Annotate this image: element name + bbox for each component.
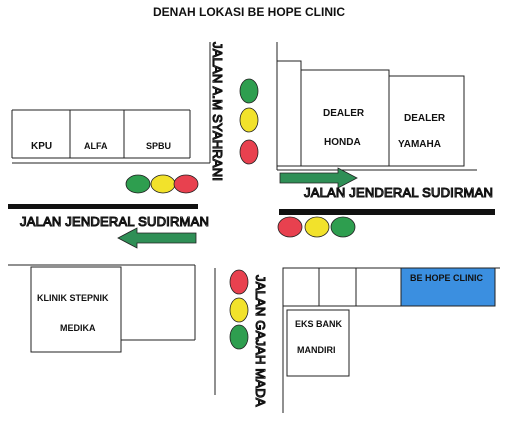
green-light-icon (239, 78, 259, 104)
red-light-icon (173, 174, 199, 194)
red-light-icon (229, 269, 249, 295)
building-alfa-label: ALFA (84, 141, 108, 151)
yellow-light-icon (229, 297, 249, 323)
building-dealer-yamaha (388, 75, 465, 167)
eastbound-arrow (279, 167, 358, 189)
green-light-icon (125, 174, 151, 194)
yellow-light-icon (304, 216, 330, 238)
eks-bank-label-1: EKS BANK (295, 319, 343, 329)
building-klinik-stepnik-medika (30, 266, 122, 353)
klinik-label-1: KLINIK STEPNIK (37, 293, 109, 303)
green-light-icon (229, 324, 249, 350)
klinik-label-2: MEDIKA (60, 323, 96, 333)
road-bar-east (279, 209, 495, 215)
building-eks-bank-mandiri (286, 309, 350, 377)
traffic-light-west (125, 174, 199, 194)
red-light-icon (277, 216, 303, 238)
be-hope-clinic-label: BE HOPE CLINIC (410, 273, 484, 283)
building-spbu-label: SPBU (146, 141, 171, 151)
green-light-icon (330, 216, 356, 238)
traffic-light-south (229, 269, 249, 350)
red-light-icon (239, 139, 259, 165)
dealer-honda-label-2: HONDA (324, 137, 361, 148)
small-building (355, 267, 402, 307)
road-bar-west (8, 204, 198, 209)
dealer-yamaha-label-2: YAMAHA (398, 139, 441, 150)
eks-bank-label-2: MANDIRI (297, 345, 336, 355)
road-label-am-syahrani: JALAN A.M SYAHRANI (210, 42, 225, 181)
small-building (282, 267, 320, 307)
yellow-light-icon (239, 107, 259, 133)
traffic-light-east (277, 216, 356, 238)
small-building (276, 60, 302, 167)
map-title: DENAH LOKASI BE HOPE CLINIC (153, 5, 345, 19)
building-kpu-label: KPU (31, 141, 52, 152)
westbound-arrow (117, 227, 197, 249)
traffic-light-north (239, 78, 259, 165)
road-label-gajah-mada: JALAN GAJAH MADA (253, 275, 268, 407)
road-label-sudirman-west: JALAN JENDERAL SUDIRMAN (20, 214, 209, 229)
yellow-light-icon (150, 174, 176, 194)
dealer-yamaha-label-1: DEALER (404, 113, 446, 124)
small-building (318, 267, 357, 307)
road-label-sudirman-east: JALAN JENDERAL SUDIRMAN (304, 185, 493, 200)
building-be-hope-clinic (400, 267, 496, 307)
dealer-honda-label-1: DEALER (323, 108, 365, 119)
